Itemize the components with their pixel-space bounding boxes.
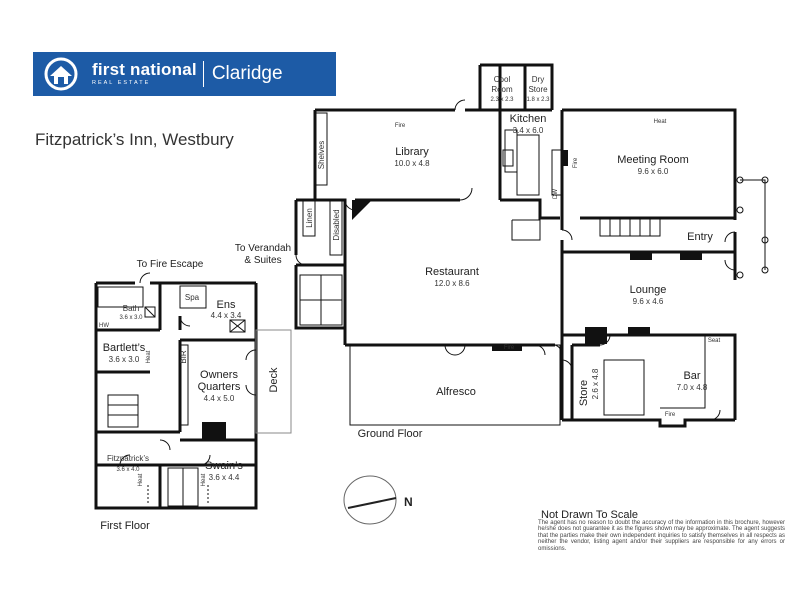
room-meeting-room-name: Meeting Room bbox=[617, 154, 689, 166]
room-fitzpatricks-dims: 3.6 x 4.0 bbox=[116, 467, 140, 473]
brand-banner: first national REAL ESTATE Claridge bbox=[33, 52, 336, 96]
brand-text: first national REAL ESTATE bbox=[92, 61, 197, 87]
ground-floor-labels: Library 10.0 x 4.8 Cool Room 2.3 x 2.3 D… bbox=[235, 75, 721, 440]
house-circle-logo-icon bbox=[36, 55, 86, 93]
brand-subtitle: REAL ESTATE bbox=[92, 80, 151, 87]
ground-floor-label: Ground Floor bbox=[358, 428, 423, 440]
meeting-fire-label: Fire bbox=[573, 157, 579, 168]
room-dry-store-name-1: Dry bbox=[532, 75, 544, 84]
room-spa-name: Spa bbox=[185, 293, 200, 302]
meeting-heat-label: Heat bbox=[654, 119, 667, 125]
room-swains-dims: 3.6 x 4.4 bbox=[209, 473, 240, 482]
shelves-label: Shelves bbox=[317, 141, 326, 169]
ground-floor-fixtures bbox=[295, 99, 769, 426]
bar-fire-label: Fire bbox=[665, 412, 676, 418]
bar-seat-label: Seat bbox=[708, 338, 721, 344]
room-bartletts-name: Bartlett’s bbox=[103, 342, 146, 354]
room-bartletts-dims: 3.6 x 3.0 bbox=[109, 355, 140, 364]
room-bar-name: Bar bbox=[683, 370, 700, 382]
first-floor-labels: To Fire Escape Bath 3.6 x 3.0 Spa Ens 4.… bbox=[99, 259, 280, 532]
room-library-name: Library bbox=[395, 146, 429, 158]
room-cool-room-dims: 2.3 x 2.3 bbox=[490, 97, 514, 103]
to-verandah-label-1: To Verandah bbox=[235, 243, 291, 254]
room-meeting-room-dims: 9.6 x 6.0 bbox=[638, 167, 669, 176]
room-dry-store-name-2: Store bbox=[528, 85, 548, 94]
room-kitchen-dims: 3.4 x 6.0 bbox=[513, 126, 544, 135]
room-swains-name: Swain’s bbox=[205, 460, 243, 472]
first-floor-fixtures bbox=[97, 272, 292, 507]
room-owners-quarters-dims: 4.4 x 5.0 bbox=[204, 394, 235, 403]
room-owners-quarters-name-2: Quarters bbox=[198, 381, 241, 393]
brand-divider bbox=[202, 61, 204, 87]
room-ens-name: Ens bbox=[217, 299, 236, 311]
room-owners-quarters-name-1: Owners bbox=[200, 369, 238, 381]
room-store-name: Store bbox=[578, 380, 590, 406]
area-entry-name: Entry bbox=[687, 231, 713, 243]
room-lounge-name: Lounge bbox=[630, 284, 667, 296]
room-store-dims: 2.6 x 4.8 bbox=[591, 368, 600, 399]
page-title: Fitzpatrick’s Inn, Westbury bbox=[35, 130, 234, 149]
compass-north-label: N bbox=[404, 495, 413, 509]
room-kitchen-name: Kitchen bbox=[510, 113, 547, 125]
library-fire-label: Fire bbox=[395, 123, 406, 129]
swains-heat-label: Heat bbox=[201, 473, 207, 486]
room-cool-room-name-1: Cool bbox=[494, 75, 511, 84]
to-verandah-label-2: & Suites bbox=[244, 255, 281, 266]
brand-name: first national bbox=[92, 60, 197, 80]
room-fitzpatricks-name: Fitzpatrick’s bbox=[107, 454, 149, 463]
linen-label: Linen bbox=[305, 208, 314, 228]
kitchen-dw-label: DW bbox=[553, 189, 559, 199]
room-library-dims: 10.0 x 4.8 bbox=[394, 159, 430, 168]
compass-group bbox=[343, 475, 397, 525]
room-dry-store-dims: 1.8 x 2.3 bbox=[526, 97, 550, 103]
disclaimer-text: The agent has no reason to doubt the acc… bbox=[538, 520, 785, 552]
area-alfresco-name: Alfresco bbox=[436, 386, 476, 398]
fireplaces bbox=[202, 149, 702, 440]
bir-label: BIR bbox=[179, 350, 188, 364]
disabled-label: Disabled bbox=[332, 209, 341, 240]
room-ens-dims: 4.4 x 3.4 bbox=[211, 311, 242, 320]
brand-office: Claridge bbox=[211, 63, 283, 84]
north-arrow-icon bbox=[347, 497, 397, 509]
room-bath-name: Bath bbox=[123, 304, 139, 313]
to-fire-escape-label: To Fire Escape bbox=[137, 259, 204, 270]
bartletts-heat-label: Heat bbox=[146, 350, 152, 363]
room-bath-dims: 3.6 x 3.0 bbox=[119, 315, 143, 321]
room-hw-name: HW bbox=[99, 323, 109, 329]
restaurant-fire-label: Fire bbox=[504, 345, 515, 351]
first-floor-label: First Floor bbox=[100, 520, 150, 532]
deck-label: Deck bbox=[268, 367, 280, 393]
room-cool-room-name-2: Room bbox=[491, 85, 513, 94]
room-bar-dims: 7.0 x 4.8 bbox=[677, 383, 708, 392]
fitzpatricks-heat-label: Heat bbox=[138, 473, 144, 486]
not-to-scale-label: Not Drawn To Scale bbox=[541, 509, 639, 521]
room-restaurant-dims: 12.0 x 8.6 bbox=[434, 279, 470, 288]
room-lounge-dims: 9.6 x 4.6 bbox=[633, 297, 664, 306]
room-restaurant-name: Restaurant bbox=[425, 266, 479, 278]
